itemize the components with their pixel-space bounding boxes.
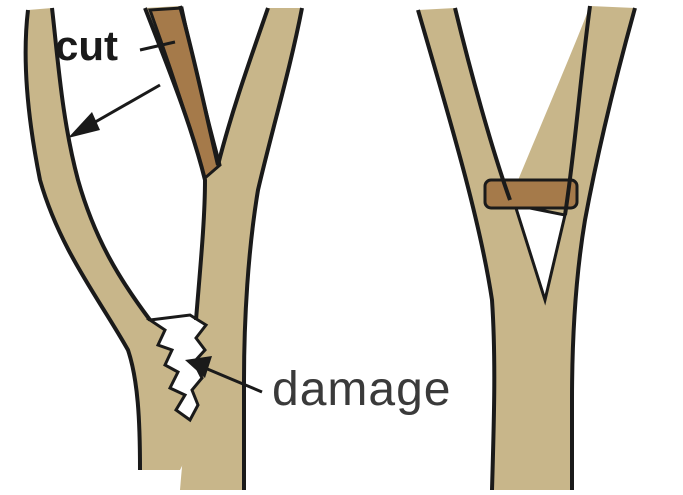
right-tree-brace-rod xyxy=(485,180,577,208)
left-tree-cut-branch xyxy=(150,8,220,178)
cut-label: cut xyxy=(55,22,118,70)
cut-arrowhead xyxy=(68,112,100,138)
cut-arrow-line xyxy=(90,85,160,125)
damage-label: damage xyxy=(272,362,451,417)
right-tree-body xyxy=(418,6,635,490)
